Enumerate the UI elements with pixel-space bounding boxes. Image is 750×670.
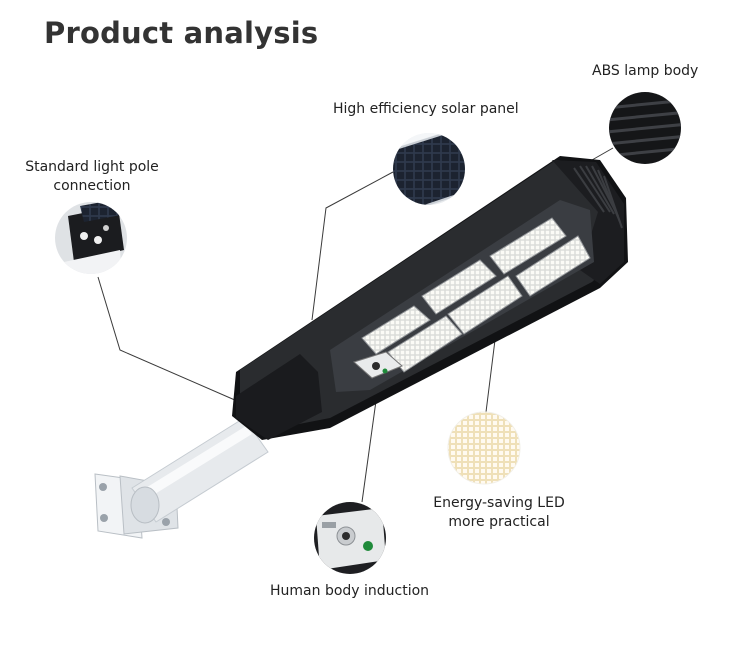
led-modules <box>361 217 591 373</box>
sensor-window <box>353 351 403 379</box>
leader-solar-panel <box>311 171 394 321</box>
page-title: Product analysis <box>44 16 319 50</box>
leader-pole-connection <box>97 276 245 405</box>
label-abs-lamp-body: ABS lamp body <box>592 63 699 79</box>
label-led-line2: more practical <box>448 514 550 530</box>
label-energy-saving-led: Energy-saving LED more practical <box>414 494 584 532</box>
label-led-line1: Energy-saving LED <box>433 495 565 511</box>
detail-energy-saving-led <box>447 411 521 485</box>
label-pole-connection: Standard light pole connection <box>22 158 162 196</box>
label-pole-connection-line2: connection <box>53 178 131 194</box>
detail-abs-lamp-body <box>609 92 681 164</box>
detail-solar-panel <box>393 133 465 205</box>
lamp-body <box>232 156 628 440</box>
detail-pole-connection <box>55 202 127 274</box>
label-human-body-induction: Human body induction <box>270 583 430 599</box>
label-solar-panel: High efficiency solar panel <box>333 101 519 117</box>
light-pole <box>130 417 269 524</box>
leader-led <box>485 331 497 413</box>
label-pole-connection-line1: Standard light pole <box>25 159 159 175</box>
detail-human-body-induction <box>314 502 386 574</box>
